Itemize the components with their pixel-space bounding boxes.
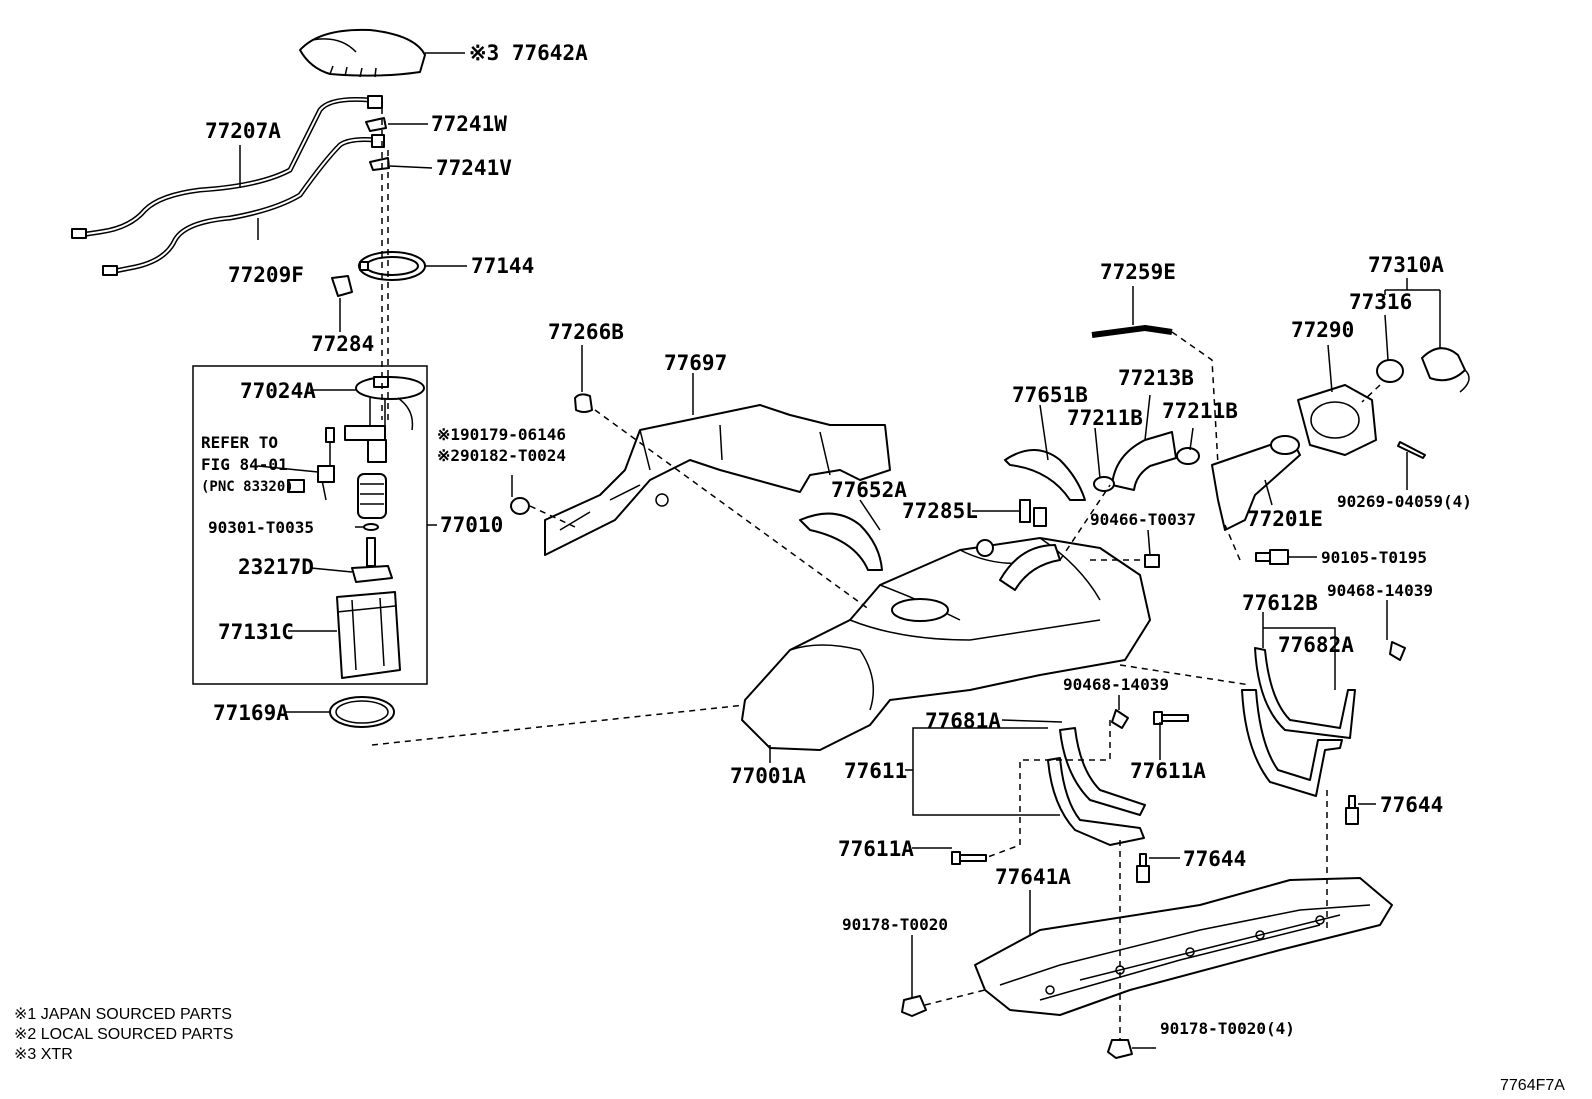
label-90301[interactable]: 90301-T0035: [208, 518, 314, 537]
part-number-labels: ※3 77642A 77207A 77241W 77241V 77209F 77…: [201, 41, 1472, 1038]
label-77207a[interactable]: 77207A: [205, 119, 281, 143]
label-90468-left[interactable]: 90468-14039: [1063, 675, 1169, 694]
label-77024a[interactable]: 77024A: [240, 379, 316, 403]
tank-protector-plate-77641a[interactable]: [974, 877, 1393, 1016]
sender-float-arm[interactable]: [287, 427, 335, 501]
filler-pipe-77201e[interactable]: [1211, 435, 1301, 531]
bolt-77611a-upper[interactable]: [1153, 711, 1189, 725]
filler-housing-77290[interactable]: [1297, 384, 1377, 456]
seal-ring-77316[interactable]: [1376, 359, 1404, 383]
label-77213b[interactable]: 77213B: [1118, 366, 1194, 390]
label-90182[interactable]: ※290182-T0024: [437, 446, 566, 465]
nut-90466[interactable]: [1144, 554, 1160, 568]
fuel-filter[interactable]: [357, 473, 387, 519]
label-77201e[interactable]: 77201E: [1247, 507, 1323, 531]
screw-90269[interactable]: [1397, 441, 1426, 459]
label-77010[interactable]: 77010: [440, 513, 503, 537]
fuel-sender-top-77024a[interactable]: [344, 376, 425, 463]
label-77611a-upper[interactable]: 77611A: [1130, 759, 1206, 783]
bolt-77644-lower[interactable]: [1136, 853, 1150, 883]
label-90269[interactable]: 90269-04059(4): [1337, 492, 1472, 511]
retainer-ring-77144[interactable]: [358, 251, 426, 281]
fuel-hose-77207a[interactable]: [71, 95, 383, 239]
label-77144[interactable]: 77144: [471, 254, 534, 278]
label-77651b[interactable]: 77651B: [1012, 383, 1088, 407]
clip-90468-b[interactable]: [1111, 709, 1129, 729]
label-77644-upper[interactable]: 77644: [1380, 793, 1443, 817]
refer-note-line1: REFER TO: [201, 433, 278, 452]
label-90178-right[interactable]: 90178-T0020(4): [1160, 1019, 1295, 1038]
o-ring-90301[interactable]: [363, 523, 379, 531]
label-77211b-left[interactable]: 77211B: [1067, 406, 1143, 430]
pad-77651b[interactable]: [1004, 449, 1086, 501]
label-77612b[interactable]: 77612B: [1242, 591, 1318, 615]
label-77642a[interactable]: ※3 77642A: [469, 41, 588, 65]
label-77641a[interactable]: 77641A: [995, 865, 1071, 889]
label-90466[interactable]: 90466-T0037: [1090, 510, 1196, 529]
nut-90179[interactable]: [510, 497, 530, 515]
clip-77241v[interactable]: [369, 157, 390, 171]
label-77290[interactable]: 77290: [1291, 318, 1354, 342]
assembly-dashed-lines: [371, 108, 1381, 1040]
label-77652a[interactable]: 77652A: [831, 478, 907, 502]
footnote-xtr: ※3 XTR: [14, 1046, 73, 1063]
nut-90178-left[interactable]: [901, 995, 927, 1017]
label-90468-right[interactable]: 90468-14039: [1327, 581, 1433, 600]
bolt-77611a-lower[interactable]: [951, 851, 987, 865]
pad-77652a[interactable]: [799, 512, 883, 571]
label-77241w[interactable]: 77241W: [431, 112, 507, 136]
label-23217d[interactable]: 23217D: [238, 555, 314, 579]
heat-protector-77697[interactable]: [544, 404, 891, 556]
label-90105[interactable]: 90105-T0195: [1321, 548, 1427, 567]
clip-77241w[interactable]: [365, 117, 387, 132]
refer-note-line2[interactable]: FIG 84-01: [201, 455, 288, 474]
footnote-japan-sourced: ※1 JAPAN SOURCED PARTS: [14, 1006, 232, 1023]
fuel-cap-77310a[interactable]: [1421, 347, 1470, 393]
figure-code: 7764F7A: [1500, 1077, 1565, 1094]
pump-bracket-77131c[interactable]: [336, 591, 401, 679]
valve-bracket-77285l[interactable]: [1019, 499, 1047, 527]
source-footnotes: ※1 JAPAN SOURCED PARTS ※2 LOCAL SOURCED …: [14, 1006, 233, 1063]
label-77259e[interactable]: 77259E: [1100, 260, 1176, 284]
label-77169a[interactable]: 77169A: [213, 701, 289, 725]
fuel-tank-77001a[interactable]: [741, 537, 1151, 751]
bolt-90105[interactable]: [1255, 549, 1289, 565]
label-77681a[interactable]: 77681A: [925, 709, 1001, 733]
label-77611[interactable]: 77611: [844, 759, 907, 783]
label-77211b-right[interactable]: 77211B: [1162, 399, 1238, 423]
breather-hose-77259e[interactable]: [1091, 325, 1173, 338]
refer-note-line3: (PNC 83320): [201, 479, 294, 495]
label-77284[interactable]: 77284: [311, 332, 374, 356]
label-90178-left[interactable]: 90178-T0020: [842, 915, 948, 934]
label-77266b[interactable]: 77266B: [548, 320, 624, 344]
nut-90178-right[interactable]: [1107, 1039, 1133, 1059]
bolt-77644-upper[interactable]: [1345, 795, 1359, 825]
footnote-local-sourced: ※2 LOCAL SOURCED PARTS: [14, 1026, 233, 1043]
label-77285l[interactable]: 77285L: [902, 499, 978, 523]
label-77697[interactable]: 77697: [664, 351, 727, 375]
label-77241v[interactable]: 77241V: [436, 156, 512, 180]
label-77316[interactable]: 77316: [1349, 290, 1412, 314]
fuel-hose-77209f[interactable]: [102, 134, 385, 276]
tank-strap-77612b[interactable]: [1241, 647, 1356, 797]
label-77611a-lower[interactable]: 77611A: [838, 837, 914, 861]
label-77682a[interactable]: 77682A: [1278, 633, 1354, 657]
tank-strap-77611[interactable]: [1047, 727, 1146, 846]
label-77310a[interactable]: 77310A: [1368, 253, 1444, 277]
grommet-77266b[interactable]: [574, 393, 593, 413]
cover-cap-part[interactable]: [299, 28, 426, 78]
fuel-pump-23217d[interactable]: [351, 537, 393, 583]
clip-90468-a[interactable]: [1389, 641, 1406, 661]
filler-hose-77213b[interactable]: [1093, 431, 1200, 492]
leader-lines: [239, 52, 1441, 1049]
label-77209f[interactable]: 77209F: [228, 263, 304, 287]
label-77131c[interactable]: 77131C: [218, 620, 294, 644]
label-77644-lower[interactable]: 77644: [1183, 847, 1246, 871]
label-77001a[interactable]: 77001A: [730, 764, 806, 788]
label-90179[interactable]: ※190179-06146: [437, 425, 566, 444]
clip-77284[interactable]: [331, 275, 353, 297]
